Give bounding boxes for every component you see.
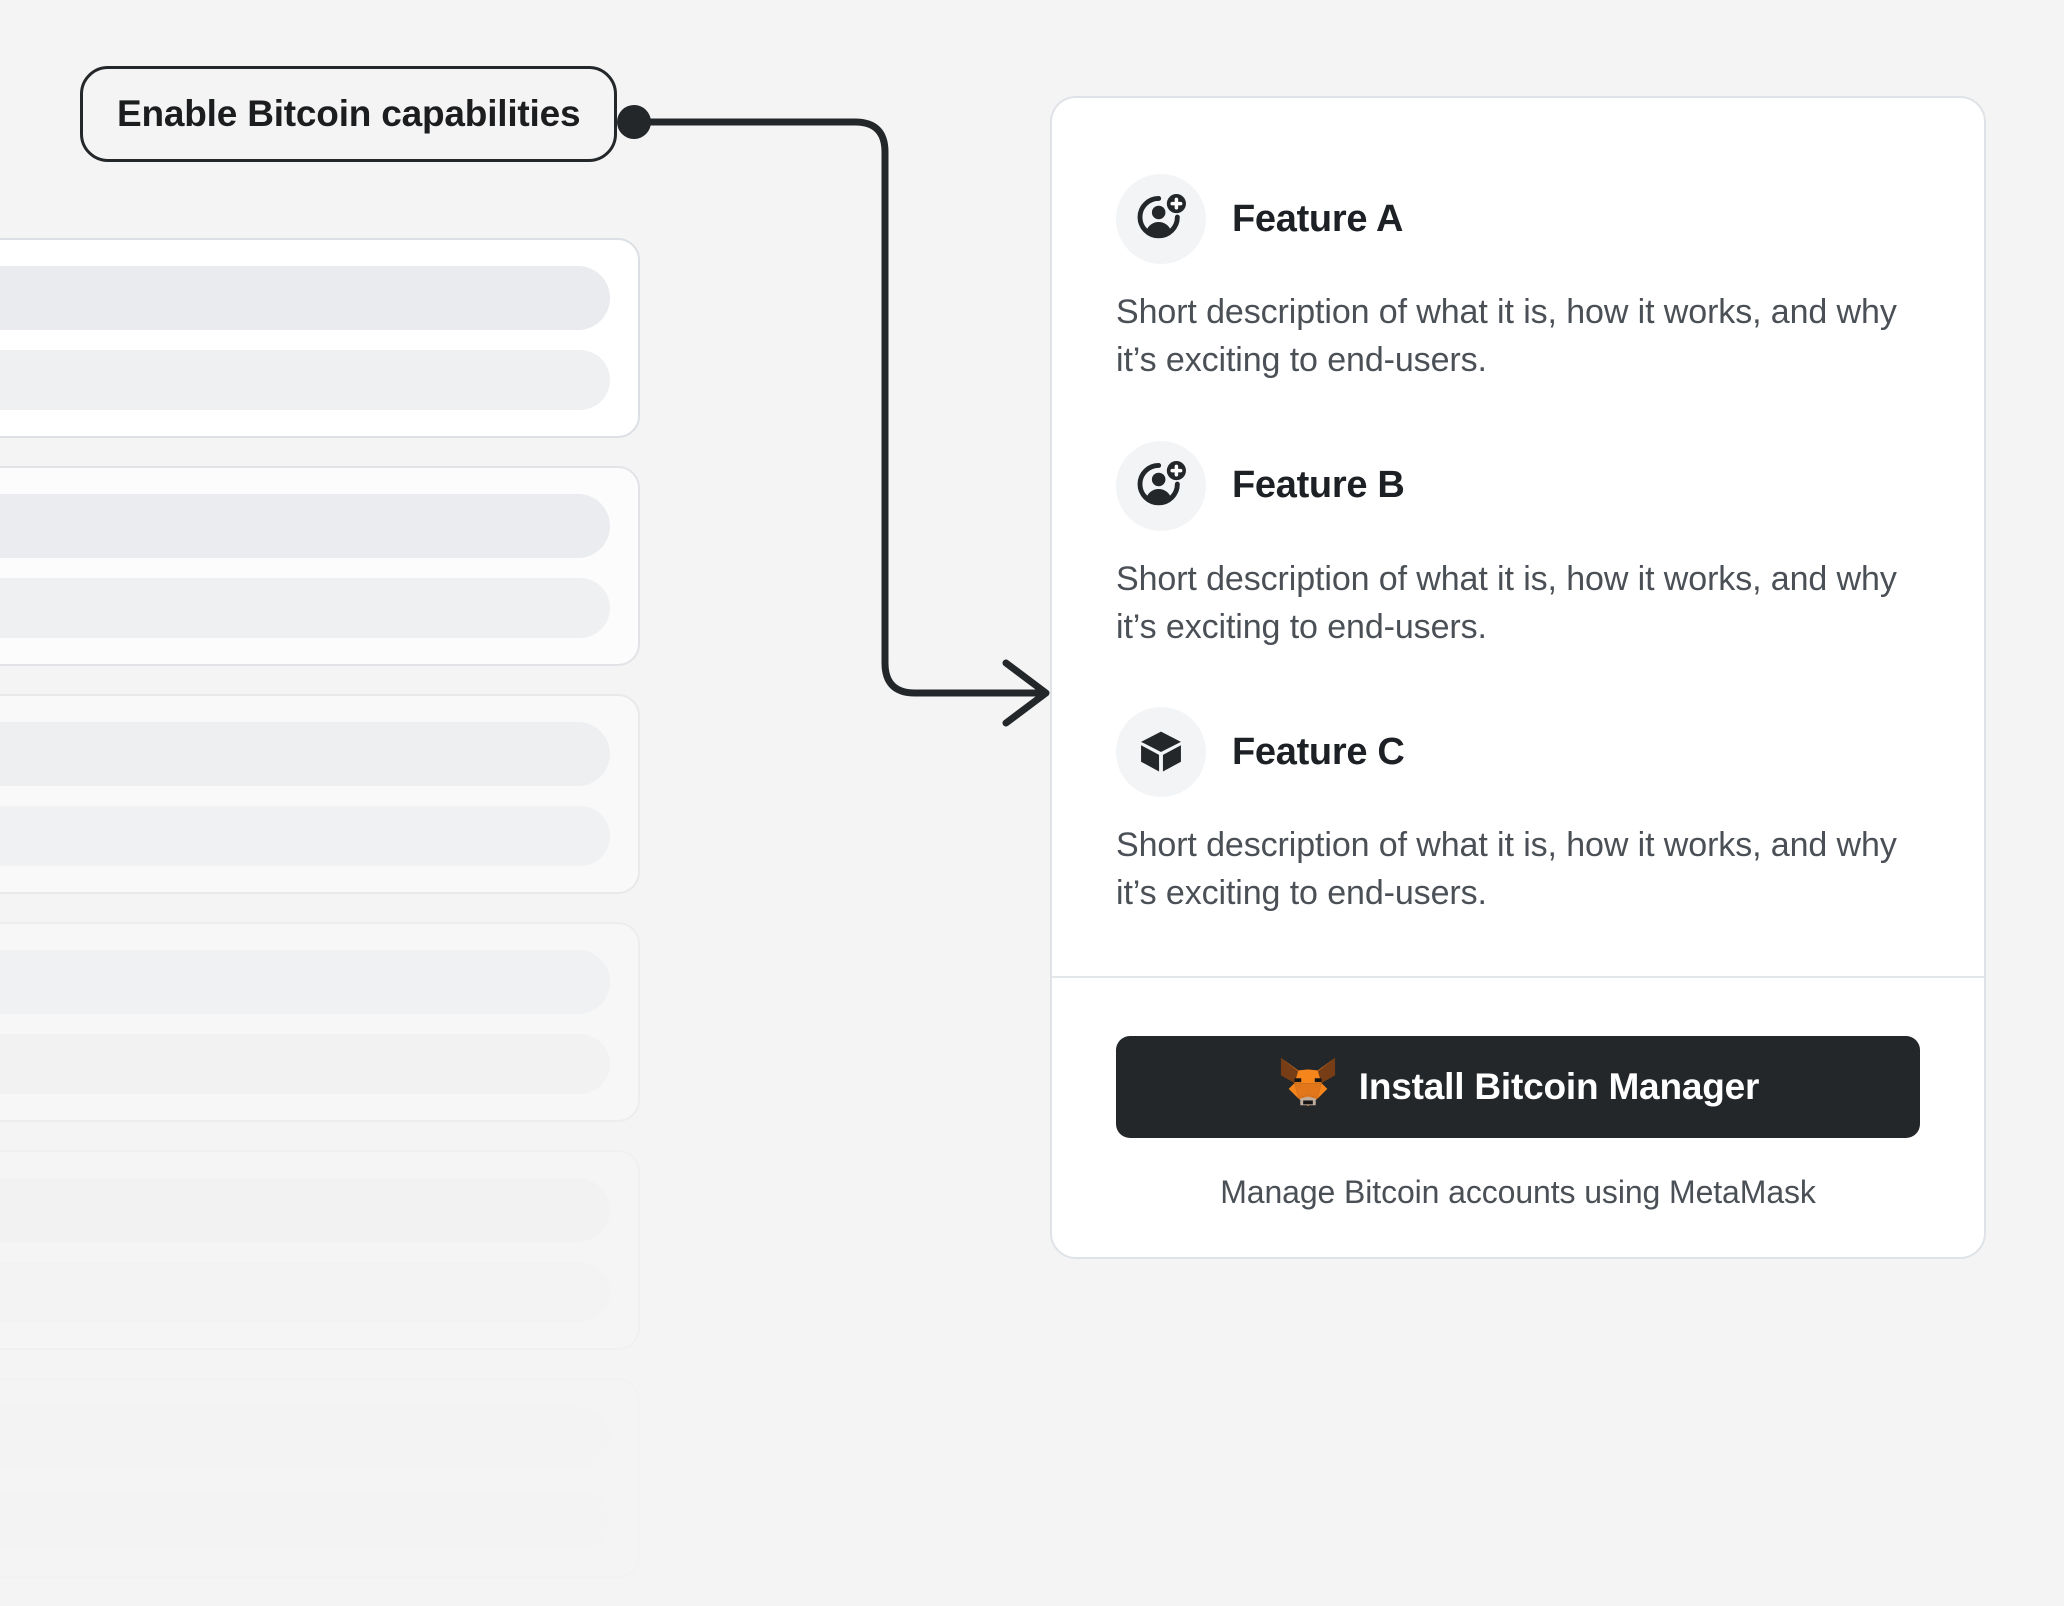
feature-header: Feature C — [1116, 707, 1920, 798]
placeholder-card — [0, 466, 640, 666]
placeholder-card — [0, 1378, 640, 1578]
placeholder-bar — [0, 806, 610, 866]
callout-label-text: Enable Bitcoin capabilities — [117, 93, 581, 134]
feature-description: Short description of what it is, how it … — [1116, 826, 1897, 913]
placeholder-bar — [0, 1406, 610, 1470]
placeholder-bar — [0, 1034, 610, 1094]
connector-dot-icon — [617, 105, 651, 139]
panel-divider — [1052, 975, 1984, 978]
feature-title: Feature C — [1232, 730, 1405, 773]
placeholder-card — [0, 922, 640, 1122]
feature-row: Feature C Short description of what it i… — [1116, 707, 1920, 918]
placeholder-bar — [0, 1262, 610, 1322]
placeholder-card — [0, 694, 640, 894]
feature-title: Feature B — [1232, 464, 1405, 507]
feature-header: Feature A — [1116, 174, 1920, 264]
feature-description: Short description of what it is, how it … — [1116, 559, 1897, 646]
placeholder-bar — [0, 266, 610, 330]
install-button-label: Install Bitcoin Manager — [1358, 1065, 1760, 1107]
install-caption: Manage Bitcoin accounts using MetaMask — [1220, 1173, 1816, 1210]
feature-title: Feature A — [1232, 197, 1404, 240]
install-bitcoin-manager-button[interactable]: Install Bitcoin Manager — [1116, 1035, 1920, 1138]
placeholder-card — [0, 238, 640, 438]
connector-path — [630, 118, 1044, 697]
placeholder-card-column — [0, 238, 640, 1606]
placeholder-bar — [0, 950, 610, 1014]
feature-row: Feature A Short description of what it i… — [1116, 174, 1920, 385]
placeholder-card — [0, 1150, 640, 1350]
placeholder-bar — [0, 722, 610, 786]
feature-row: Feature B Short description of what it i… — [1116, 440, 1920, 652]
panel-footer: Install Bitcoin Manager Manage Bitcoin a… — [1052, 978, 1984, 1257]
placeholder-bar — [0, 1178, 610, 1242]
user-add-icon — [1116, 174, 1206, 264]
placeholder-bar — [0, 578, 610, 638]
feature-panel: Feature A Short description of what it i… — [1050, 96, 1986, 1259]
cube-icon — [1116, 707, 1206, 798]
feature-header: Feature B — [1116, 440, 1920, 531]
user-add-icon — [1116, 440, 1206, 531]
arrow-right-icon — [1002, 659, 1050, 727]
callout-label: Enable Bitcoin capabilities — [80, 66, 618, 162]
placeholder-bar — [0, 1490, 610, 1550]
placeholder-bar — [0, 494, 610, 558]
feature-description: Short description of what it is, how it … — [1116, 293, 1897, 380]
feature-list: Feature A Short description of what it i… — [1052, 98, 1984, 976]
metamask-fox-icon — [1277, 1056, 1339, 1117]
placeholder-bar — [0, 350, 610, 410]
